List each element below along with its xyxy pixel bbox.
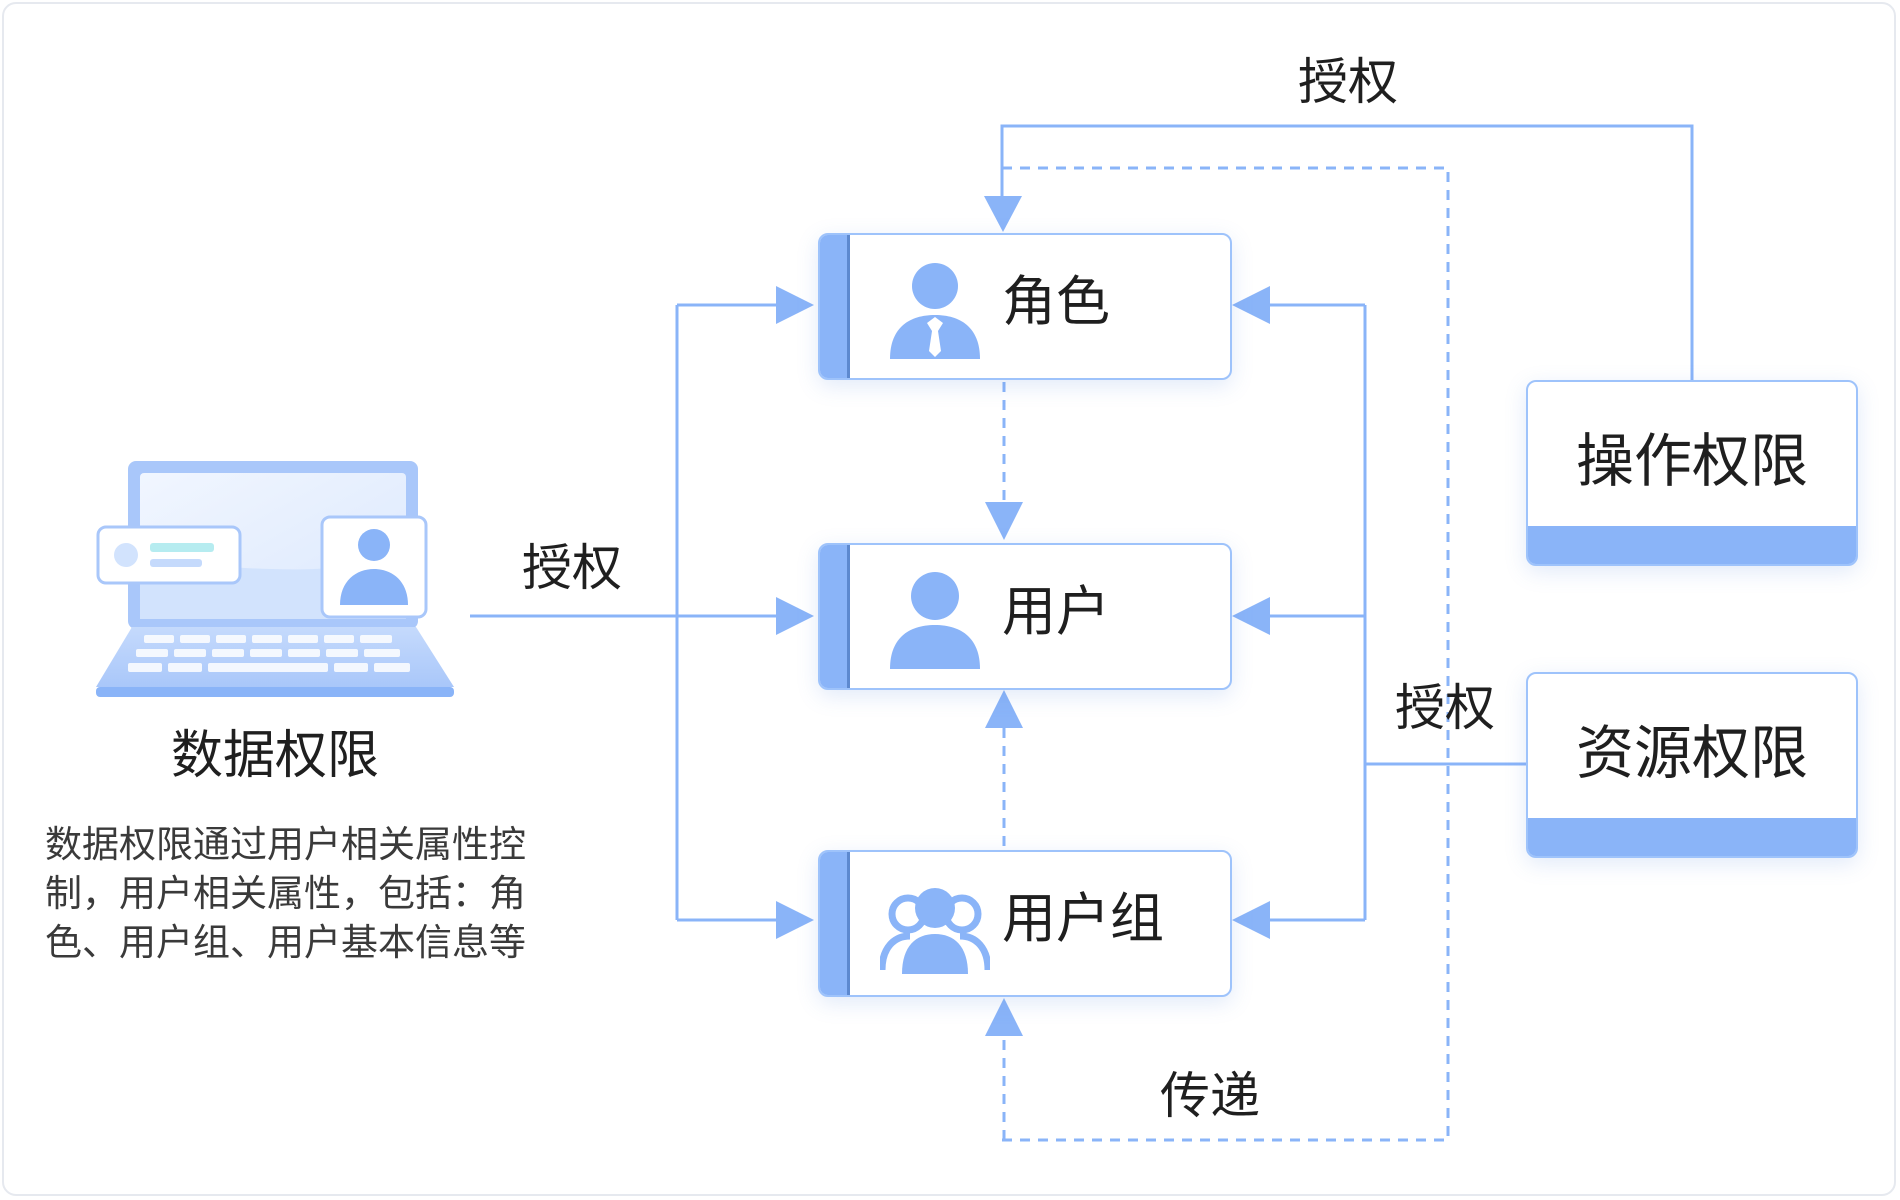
role-node[interactable]: 角色 xyxy=(818,233,1232,380)
arrow-right-into-group xyxy=(1232,901,1270,939)
edge-label-pass: 传递 xyxy=(1160,1067,1260,1125)
edge-label-top-authorize: 授权 xyxy=(1298,53,1398,111)
arrow-top-into-role xyxy=(984,196,1022,232)
user-icon xyxy=(890,572,980,669)
resource-permission-bar xyxy=(1528,818,1856,856)
user-group-icon xyxy=(880,888,990,974)
arrow-left-into-role xyxy=(776,286,814,324)
laptop-icon xyxy=(96,461,454,697)
edge-operation-to-role xyxy=(1000,124,1694,380)
arrow-left-into-user xyxy=(776,597,814,635)
data-permission-description: 数据权限通过用户相关属性控制，用户相关属性，包括：角色、用户组、用户基本信息等 xyxy=(45,823,526,964)
role-node-stripe xyxy=(820,235,850,378)
arrow-right-into-user xyxy=(1232,597,1270,635)
operation-permission-label: 操作权限 xyxy=(1575,427,1808,495)
user-group-node-stripe xyxy=(820,852,850,995)
arrow-group-into-user xyxy=(985,690,1023,728)
user-tie-icon xyxy=(890,263,980,359)
arrow-left-into-group xyxy=(776,901,814,939)
role-label: 角色 xyxy=(1002,270,1110,333)
resource-permission-label: 资源权限 xyxy=(1575,719,1808,787)
user-group-node[interactable]: 用户组 xyxy=(818,850,1232,997)
operation-permission-node[interactable]: 操作权限 xyxy=(1526,380,1858,566)
user-label: 用户 xyxy=(1002,580,1110,643)
edge-label-left-authorize: 授权 xyxy=(522,539,622,597)
edge-label-right-authorize: 授权 xyxy=(1395,679,1495,737)
resource-permission-node[interactable]: 资源权限 xyxy=(1526,672,1858,858)
user-node-stripe xyxy=(820,545,850,688)
user-group-label: 用户组 xyxy=(1002,887,1164,950)
arrow-role-into-user xyxy=(985,502,1023,540)
data-permission-title: 数据权限 xyxy=(170,726,379,786)
arrow-pass-into-group xyxy=(985,998,1023,1036)
arrow-right-into-role xyxy=(1232,286,1270,324)
operation-permission-bar xyxy=(1528,526,1856,564)
edge-pass-loop xyxy=(1000,166,1450,1142)
user-node[interactable]: 用户 xyxy=(818,543,1232,690)
